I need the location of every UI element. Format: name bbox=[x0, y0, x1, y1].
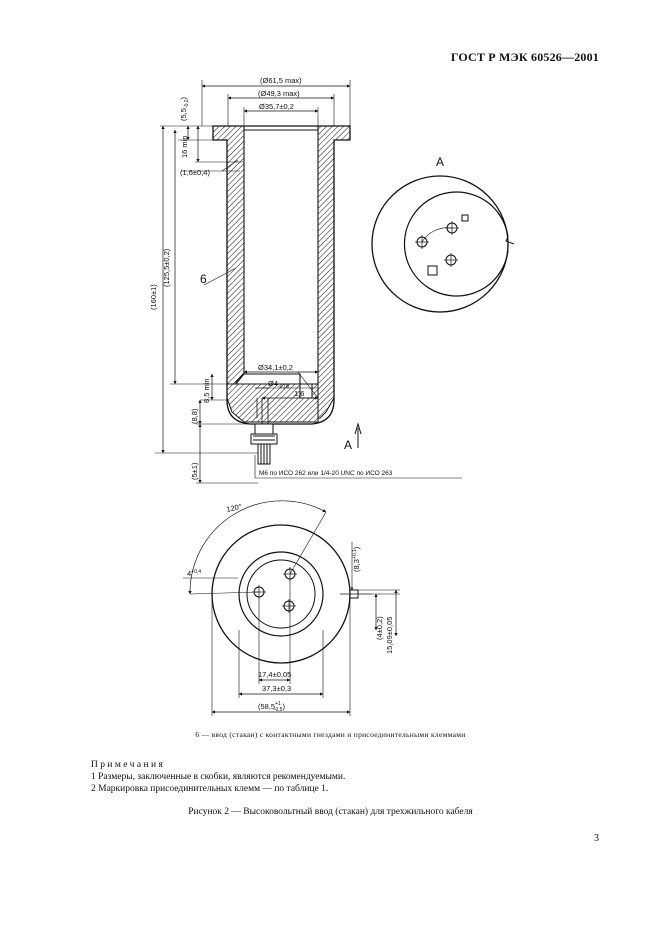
dim-83: (8,3+0,1) bbox=[352, 546, 361, 572]
item-6-label: 6 bbox=[200, 272, 207, 286]
terminal-stud bbox=[254, 423, 274, 435]
dim-angle-120: 120° bbox=[226, 502, 243, 514]
dim-total-length: (160±1) bbox=[149, 284, 158, 310]
notes-title: Примечания bbox=[91, 760, 166, 770]
dim-side-tolerance: 4+0,4 bbox=[187, 569, 201, 578]
thread-spec: M6 по ИСО 262 или 1/4-20 UNC по ИСО 263 bbox=[259, 470, 393, 477]
view-a-title: A bbox=[436, 155, 444, 169]
wall-left-hatch bbox=[212, 125, 245, 385]
note-item-1: 1 Размеры, заключенные в скобки, являютс… bbox=[91, 772, 346, 782]
dim-offset-16: 1,6 bbox=[294, 389, 304, 398]
dim-17-4: 17,4±0,05 bbox=[258, 670, 291, 679]
page-number: 3 bbox=[594, 833, 599, 844]
section-view bbox=[155, 80, 462, 484]
dim-flange-height: (5,5-0,2) bbox=[179, 96, 190, 121]
dim-58-5: (58,5+1-0,5) bbox=[258, 701, 285, 713]
view-a bbox=[371, 175, 515, 313]
dim-tail: (5±1) bbox=[190, 462, 199, 480]
dim-37-3: 37,3±0,3 bbox=[262, 684, 291, 693]
dim-outer-diameter: (Ø61,5 max) bbox=[260, 76, 302, 85]
note-item-2: 2 Маркировка присоединительных клемм — п… bbox=[91, 784, 329, 794]
bottom-hatch bbox=[226, 383, 319, 423]
dim-mid-diameter: (Ø49,3 max) bbox=[258, 89, 300, 98]
dim-stub: (8,8) bbox=[190, 408, 199, 424]
dim-hole-diameter: Ø4-0,05 bbox=[268, 379, 290, 390]
dim-85-min: 8,5 min bbox=[202, 378, 211, 403]
dim-15-09: 15,09±0,05 bbox=[385, 617, 394, 654]
dim-4-02: (4±0,2) bbox=[375, 616, 384, 640]
dim-bore-diameter: Ø35,7±0,2 bbox=[259, 102, 294, 111]
plan-view bbox=[183, 500, 400, 716]
dim-inner-length: (125,5±0,2) bbox=[162, 248, 171, 287]
figure-legend: 6 — ввод (стакан) с контактными гнездами… bbox=[195, 730, 466, 739]
notes-block: Примечания 1 Размеры, заключенные в скоб… bbox=[91, 759, 345, 795]
standard-header: ГОСТ Р МЭК 60526—2001 bbox=[450, 50, 599, 64]
dim-bottom-diameter: Ø34,1±0,2 bbox=[258, 363, 293, 372]
dim-16-min: 16 min bbox=[180, 135, 189, 158]
dim-groove: (1,6±0,4) bbox=[180, 168, 210, 177]
figure-caption: Рисунок 2 — Высоковольтный ввод (стакан)… bbox=[188, 807, 473, 817]
view-arrow-label: A bbox=[344, 438, 352, 452]
